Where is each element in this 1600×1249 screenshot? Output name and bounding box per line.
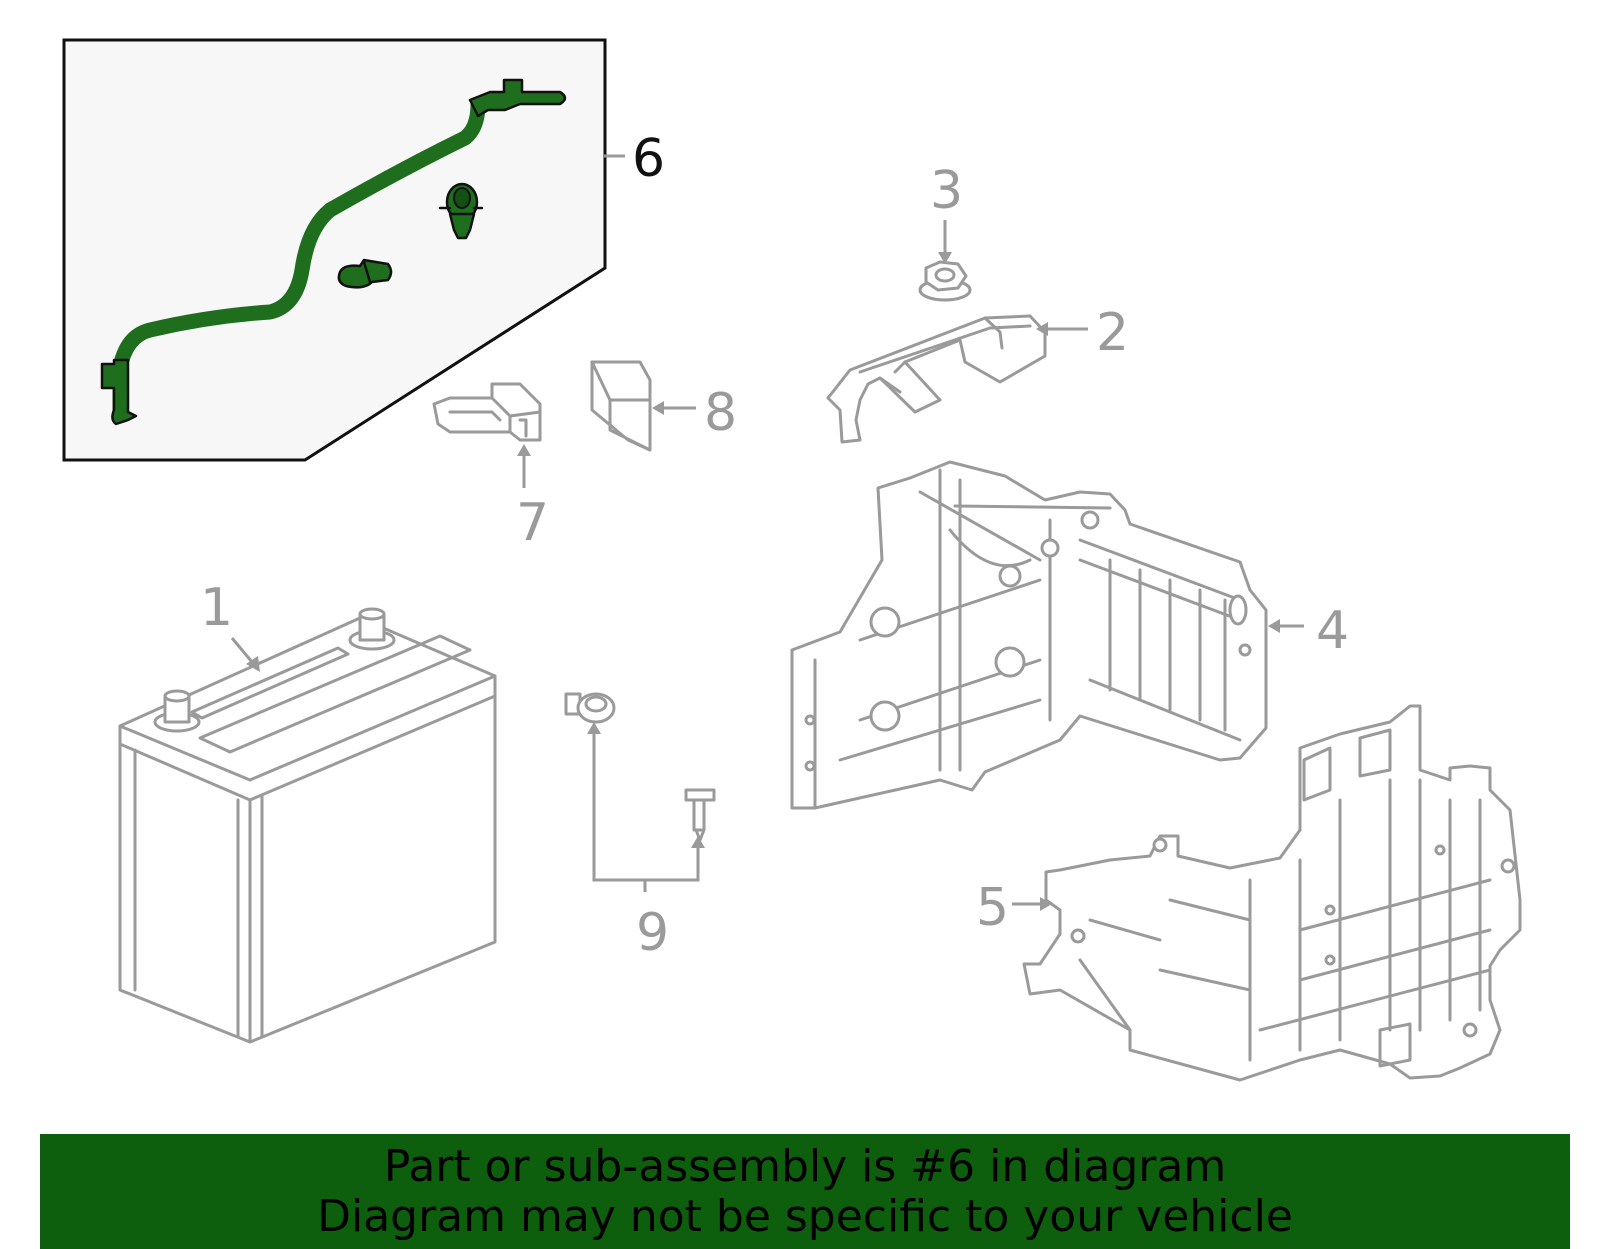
part-2-bracket[interactable]: [826, 314, 1047, 444]
terminal-clamp: [438, 182, 484, 240]
callout-4: 4: [1316, 601, 1349, 661]
callout-6[interactable]: 6: [632, 129, 665, 189]
callout-9: 9: [636, 903, 669, 963]
part-1-battery[interactable]: [118, 607, 497, 1044]
ground-clamp: [564, 692, 616, 724]
callout-1: 1: [200, 578, 233, 638]
cable-terminal-top: [468, 78, 567, 118]
info-banner: Part or sub-assembly is #6 in diagram Di…: [40, 1134, 1570, 1249]
banner-line-2: Diagram may not be specific to your vehi…: [317, 1190, 1293, 1242]
callout-3: 3: [930, 161, 963, 221]
leader-lines: [230, 154, 1304, 911]
part-3-nut[interactable]: [918, 260, 972, 302]
cable-core: [112, 96, 486, 420]
cable-clip: [337, 258, 393, 289]
callout-8: 8: [704, 383, 737, 443]
part-5-under-tray[interactable]: [1022, 704, 1522, 1082]
part-8-cover[interactable]: [590, 360, 652, 452]
callout-7: 7: [516, 493, 549, 553]
inset-frame: [62, 38, 607, 462]
battery-cable-part-6[interactable]: [100, 78, 567, 426]
part-6-inset[interactable]: [62, 38, 607, 462]
battery-terminal-right: [348, 607, 396, 651]
banner-line-1: Part or sub-assembly is #6 in diagram: [383, 1140, 1227, 1192]
callout-5: 5: [976, 878, 1009, 938]
part-9-ground-cable[interactable]: [564, 543, 717, 842]
part-4-battery-tray[interactable]: [790, 460, 1268, 810]
part-7-connector[interactable]: [432, 382, 542, 442]
callout-2: 2: [1096, 303, 1129, 363]
cable-terminal-bottom: [100, 358, 138, 426]
battery-terminal-left: [153, 689, 201, 733]
